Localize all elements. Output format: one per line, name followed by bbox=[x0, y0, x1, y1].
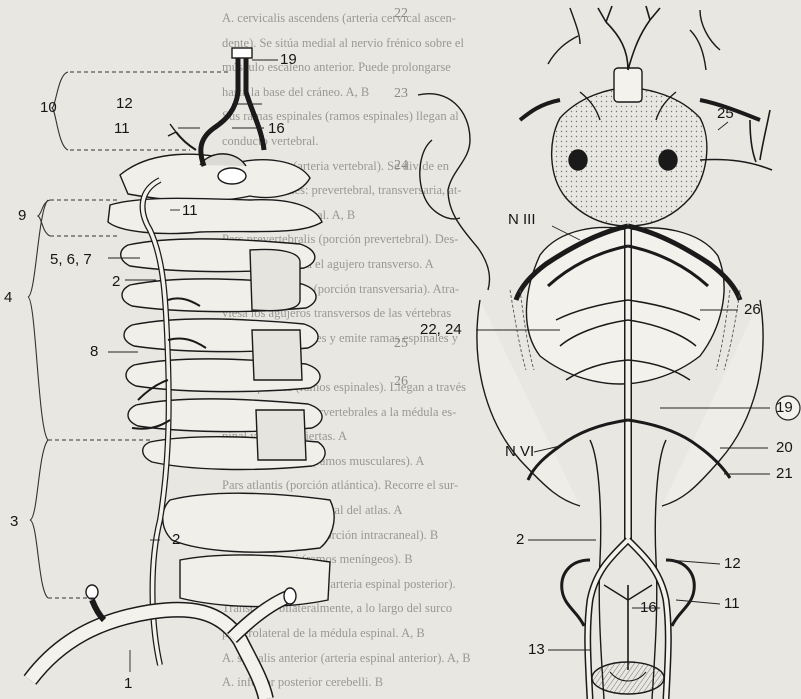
label-21: 21 bbox=[776, 466, 793, 482]
label-12: 12 bbox=[116, 96, 133, 112]
label-25: 25 bbox=[717, 106, 734, 122]
label-16: 16 bbox=[268, 121, 285, 137]
label-n-iii: N III bbox=[508, 212, 536, 228]
label-2: 2 bbox=[516, 532, 524, 548]
label-22-24: 22, 24 bbox=[420, 322, 462, 338]
label-8: 8 bbox=[90, 344, 98, 360]
label-26: 26 bbox=[744, 302, 761, 318]
label-20: 20 bbox=[776, 440, 793, 456]
label-5-6-7: 5, 6, 7 bbox=[50, 252, 92, 268]
label-11: 11 bbox=[724, 596, 740, 612]
label-16: 16 bbox=[640, 600, 657, 616]
label-n-vi: N VI bbox=[505, 444, 534, 460]
label-19-circled: 19 bbox=[776, 400, 793, 416]
label-4: 4 bbox=[4, 290, 12, 306]
label-1: 1 bbox=[124, 676, 132, 692]
label-12: 12 bbox=[724, 556, 741, 572]
label-19: 19 bbox=[280, 52, 297, 68]
label-3: 3 bbox=[10, 514, 18, 530]
label-2-upper: 2 bbox=[112, 274, 120, 290]
label-11-upper: 11 bbox=[114, 121, 130, 137]
label-2-lower: 2 bbox=[172, 532, 180, 548]
label-11-lower: 11 bbox=[182, 203, 198, 219]
right-figure-brainstem bbox=[418, 6, 800, 699]
label-10: 10 bbox=[40, 100, 57, 116]
label-9: 9 bbox=[18, 208, 26, 224]
label-13: 13 bbox=[528, 642, 545, 658]
left-figure-cervical-spine bbox=[28, 48, 334, 699]
